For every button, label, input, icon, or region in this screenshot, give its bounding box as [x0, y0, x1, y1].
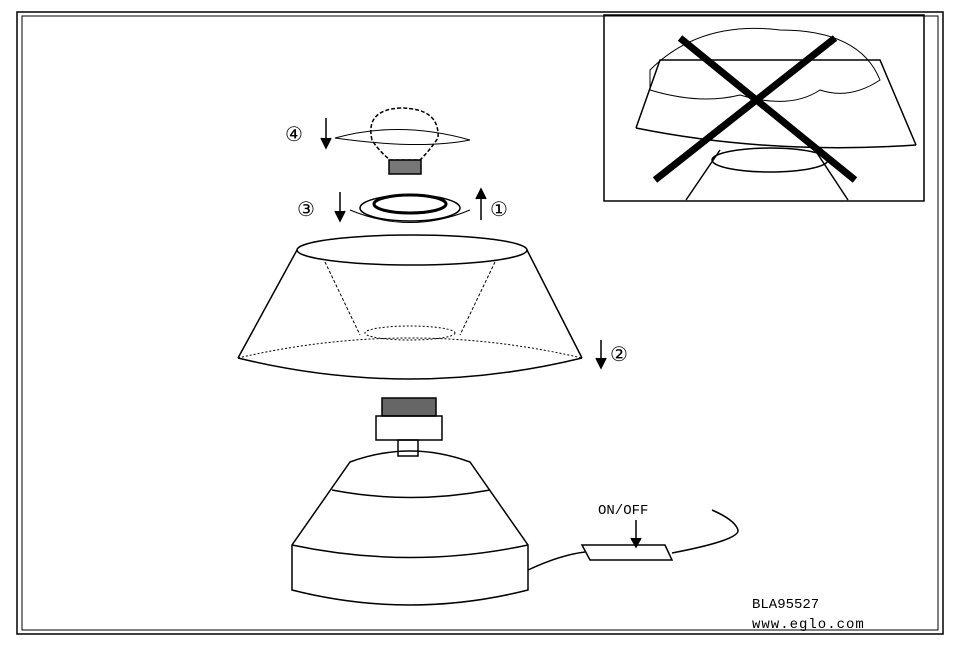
step-4-label: ④	[285, 122, 303, 146]
step-1-label: ①	[490, 197, 508, 221]
on-off-label: ON/OFF	[598, 503, 649, 519]
website: www.eglo.com	[752, 617, 865, 633]
inner-frame	[21, 15, 939, 631]
step-2-label: ②	[610, 342, 628, 366]
bulb	[334, 107, 471, 175]
shade-ring	[349, 193, 471, 223]
lamp-shade	[237, 234, 583, 380]
step-3-label: ③	[297, 197, 315, 221]
cord-and-switch	[527, 509, 739, 571]
model-number: BLA95527	[752, 597, 820, 613]
inset-wrong-usage	[603, 14, 925, 202]
outer-frame	[16, 11, 944, 635]
lamp-base	[291, 397, 529, 606]
arrows	[320, 118, 607, 370]
